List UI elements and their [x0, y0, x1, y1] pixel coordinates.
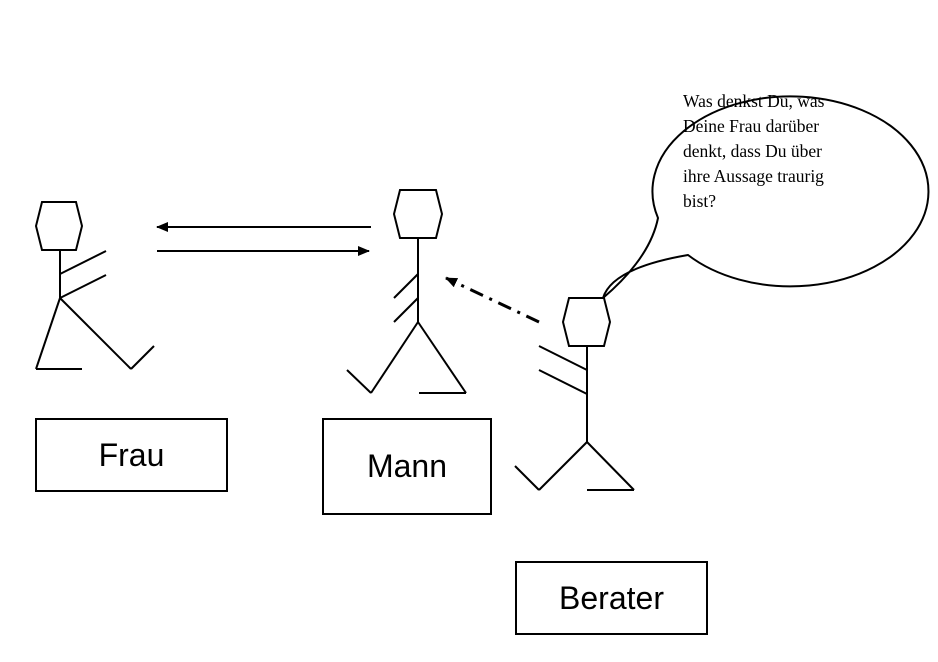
arm-berater-2 [538, 369, 588, 395]
arm-frau-1 [59, 250, 107, 275]
leg-mann-right [417, 321, 467, 394]
foot-frau-right [130, 345, 155, 370]
leg-frau-right [59, 297, 132, 370]
figure-mann [346, 189, 467, 394]
arm-berater-1 [538, 345, 588, 371]
leg-mann-left [370, 321, 419, 394]
arm-mann-2 [393, 297, 419, 323]
foot-berater-left [514, 465, 540, 491]
foot-mann-left [346, 369, 372, 394]
arrow-berater-to-mann [445, 276, 540, 324]
label-berater-text: Berater [559, 579, 664, 616]
leg-berater-right [586, 441, 635, 491]
arm-frau-2 [59, 274, 107, 299]
speech-bubble [601, 95, 930, 301]
leg-berater-left [538, 441, 588, 491]
figure-frau [34, 201, 155, 370]
head-frau [34, 201, 84, 251]
head-mann [392, 189, 444, 239]
label-berater: Berater [515, 561, 708, 635]
label-frau: Frau [35, 418, 228, 492]
speech-bubble-text: Was denkst Du, was Deine Frau darüber de… [683, 91, 825, 211]
leg-frau-left [35, 297, 61, 370]
label-frau-text: Frau [98, 436, 165, 473]
head-berater [561, 297, 612, 347]
figure-berater [514, 297, 635, 491]
label-mann-text: Mann [366, 448, 448, 484]
arm-mann-1 [393, 273, 419, 299]
label-mann: Mann [322, 418, 492, 515]
